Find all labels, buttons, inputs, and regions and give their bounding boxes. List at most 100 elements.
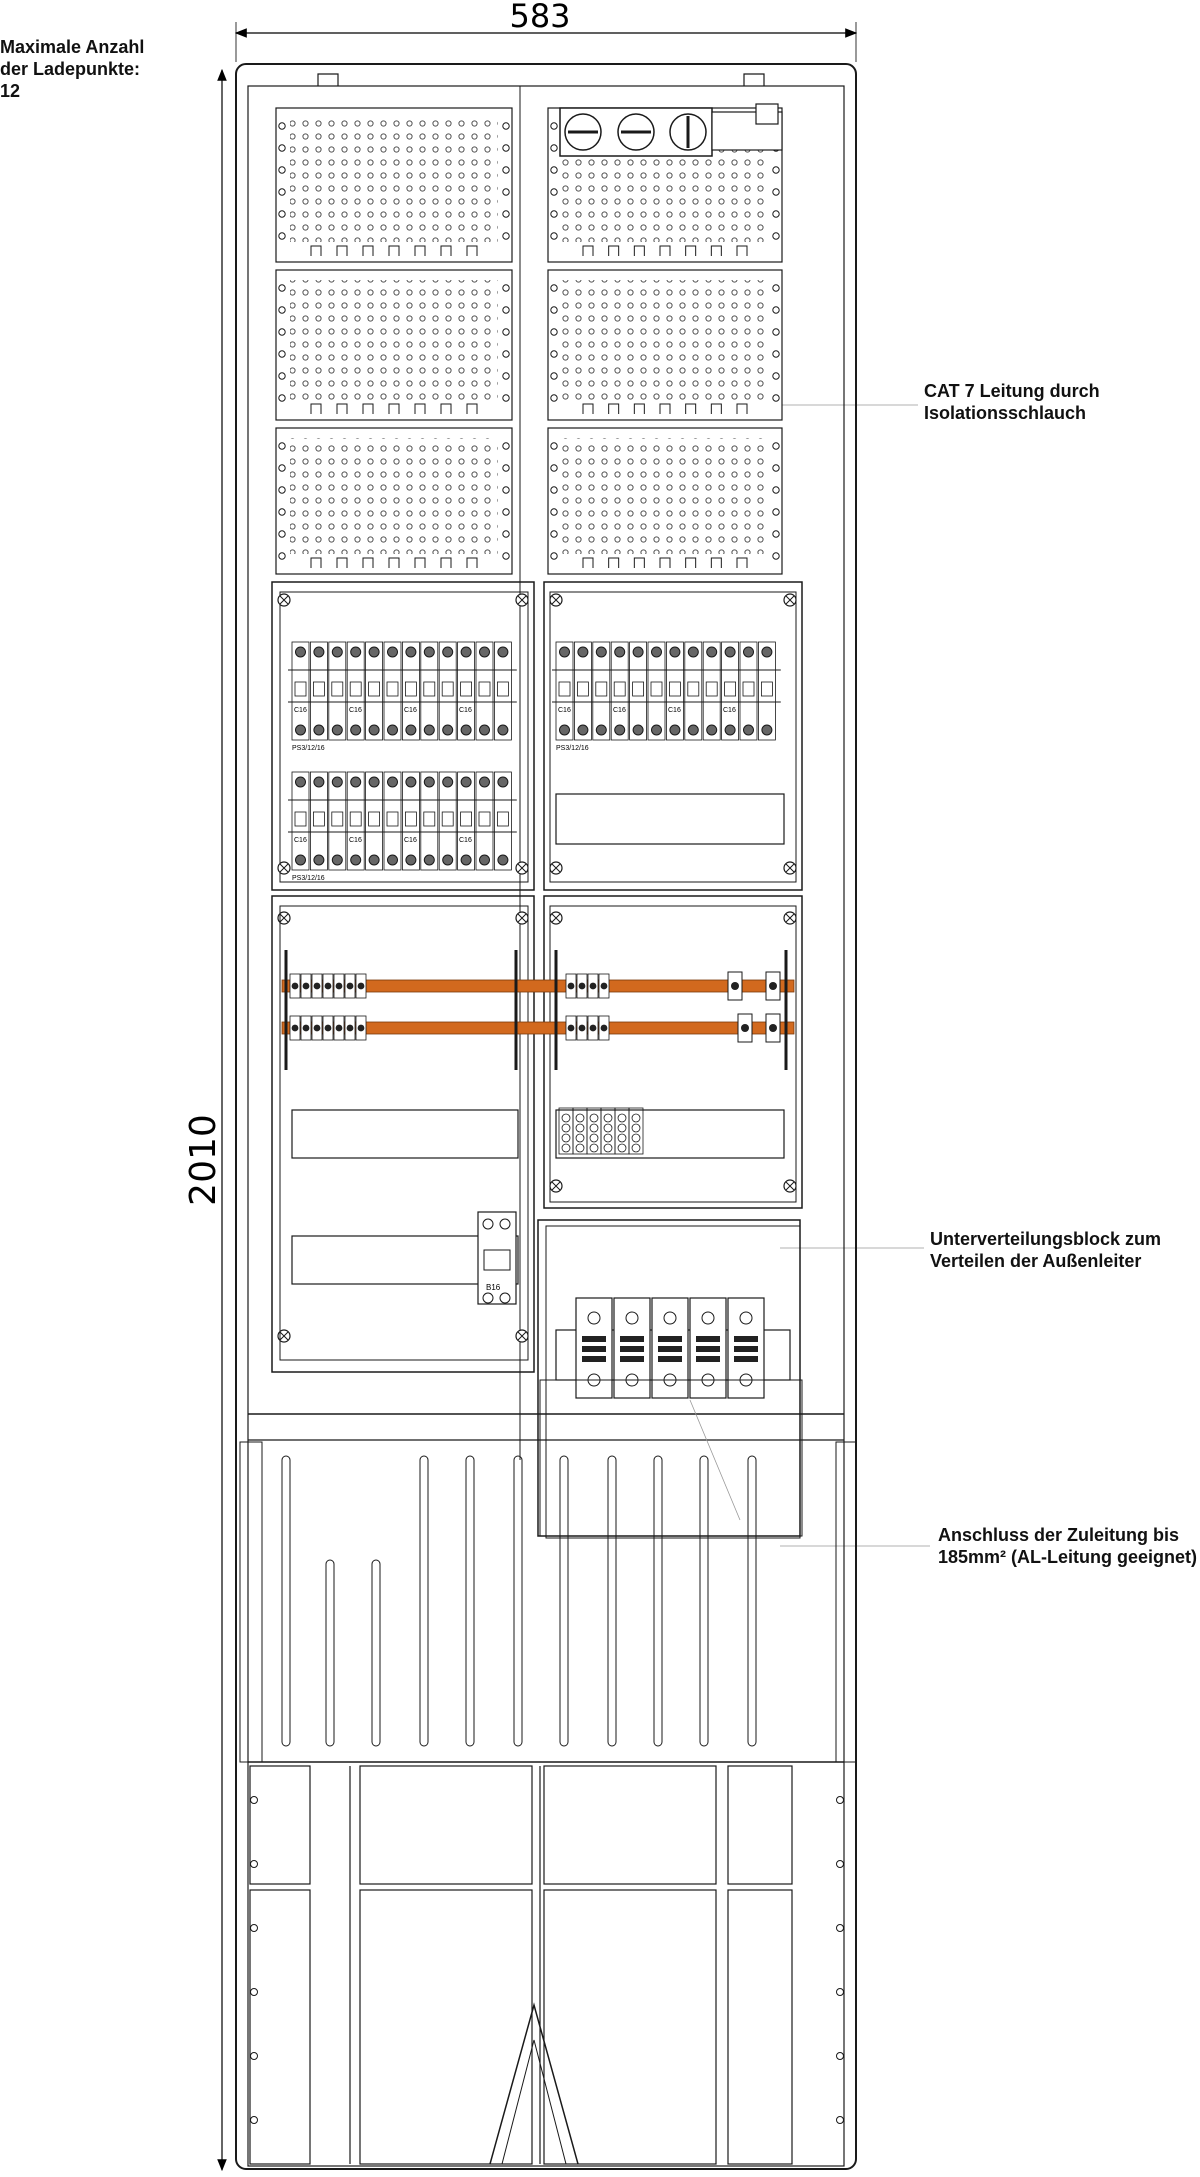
perforated-plate — [275, 269, 513, 421]
plinth — [248, 1761, 844, 2165]
terminal-hole — [589, 1113, 599, 1123]
fixing-hole — [836, 1988, 844, 1996]
cable-slot — [281, 1455, 291, 1747]
note-max-charge-points: Maximale Anzahl der Ladepunkte: 12 — [0, 36, 170, 102]
terminal-hole — [603, 1113, 613, 1123]
breaker-rating-label: C16 — [404, 837, 417, 844]
terminal-hole — [575, 1143, 585, 1153]
terminal-hole — [617, 1113, 627, 1123]
breaker-row-label: PS3/12/16 — [292, 875, 325, 882]
busbars — [281, 950, 795, 1070]
breaker-rating-label: C16 — [349, 707, 362, 714]
cable-slot — [653, 1455, 663, 1747]
fixing-hole — [836, 2052, 844, 2060]
note-line: Isolationsschlauch — [924, 403, 1087, 423]
busbar-section — [271, 895, 803, 1373]
terminal-hole — [589, 1133, 599, 1143]
terminal-hole — [631, 1133, 641, 1143]
note-line: Maximale Anzahl — [0, 37, 145, 57]
fixing-hole — [250, 2052, 258, 2060]
note-cat7: CAT 7 Leitung durch Isolationsschlauch — [924, 380, 1194, 424]
terminal-hole — [561, 1123, 571, 1133]
small-breaker-label: B16 — [486, 1283, 501, 1292]
cable-area — [239, 1379, 857, 1763]
fixing-hole — [836, 1796, 844, 1804]
note-subdistribution: Unterverteilungsblock zum Verteilen der … — [930, 1228, 1198, 1272]
fixing-hole — [250, 1988, 258, 1996]
cable-slots — [250, 1455, 844, 2124]
breaker-rating-label: C16 — [723, 707, 736, 714]
terminal-hole — [561, 1133, 571, 1143]
terminal-hole — [603, 1123, 613, 1133]
terminal-hole — [617, 1123, 627, 1133]
cable-slot — [607, 1455, 617, 1747]
perforated-plate — [275, 427, 513, 575]
terminal-hole — [603, 1143, 613, 1153]
height-dimension: 2010 — [183, 68, 227, 2172]
note-line: Unterverteilungsblock zum — [930, 1229, 1162, 1249]
terminal-hole — [575, 1113, 585, 1123]
breaker-rating-label: C16 — [294, 837, 307, 844]
breaker-rating-label: C16 — [459, 707, 472, 714]
cable-slot — [559, 1455, 569, 1747]
note-line: Verteilen der Außenleiter — [930, 1251, 1142, 1271]
fixing-hole — [250, 1796, 258, 1804]
terminal-blocks — [289, 971, 781, 1155]
note-line: Anschluss der Zuleitung bis — [938, 1525, 1180, 1545]
terminal-hole — [561, 1143, 571, 1153]
note-line: 12 — [0, 81, 21, 101]
terminal-hole — [617, 1143, 627, 1153]
fixing-hole — [250, 1860, 258, 1868]
terminal-hole — [561, 1113, 571, 1123]
note-line: 185mm² (AL-Leitung geeignet) — [938, 1547, 1198, 1567]
terminal-hole — [589, 1143, 599, 1153]
perforated-plate — [275, 107, 513, 263]
note-supply: Anschluss der Zuleitung bis 185mm² (AL-L… — [938, 1524, 1200, 1568]
breaker-row-label: PS3/12/16 — [292, 745, 325, 752]
terminal-hole — [631, 1123, 641, 1133]
subdistribution-modules — [575, 1297, 765, 1399]
terminal-hole — [575, 1133, 585, 1143]
breaker-rating-label: C16 — [558, 707, 571, 714]
cable-slot — [747, 1455, 757, 1747]
cabinet-frame — [235, 63, 857, 2170]
breaker-rating-label: C16 — [294, 707, 307, 714]
small-breaker — [477, 1211, 517, 1305]
cable-slot — [465, 1455, 475, 1747]
cable-slot — [371, 1559, 381, 1747]
note-line: der Ladepunkte: — [0, 59, 141, 79]
breaker-row-label: PS3/12/16 — [556, 745, 589, 752]
breaker-rating-label: C16 — [613, 707, 626, 714]
breaker-rating-label: C16 — [668, 707, 681, 714]
terminal-hole — [631, 1143, 641, 1153]
perforated-plate — [547, 269, 783, 421]
cable-slot — [419, 1455, 429, 1747]
fixing-hole — [836, 2116, 844, 2124]
cable-slot — [325, 1559, 335, 1747]
terminal-hole — [617, 1133, 627, 1143]
breaker-rating-label: C16 — [459, 837, 472, 844]
main-switch — [559, 103, 783, 157]
cable-slot — [699, 1455, 709, 1747]
width-label: 583 — [509, 0, 570, 35]
breaker-rating-label: C16 — [349, 837, 362, 844]
fixing-hole — [836, 1924, 844, 1932]
cable-slot — [513, 1455, 523, 1747]
perforated-plate — [547, 427, 783, 575]
fixing-hole — [836, 1860, 844, 1868]
breaker-section — [271, 581, 803, 891]
width-dimension: 583 — [234, 0, 858, 62]
perforated-plates — [275, 107, 783, 575]
breaker-rating-label: C16 — [404, 707, 417, 714]
fixing-hole — [250, 2116, 258, 2124]
terminal-hole — [631, 1113, 641, 1123]
note-line: CAT 7 Leitung durch — [924, 381, 1100, 401]
fixing-hole — [250, 1924, 258, 1932]
terminal-hole — [603, 1133, 613, 1143]
height-label: 2010 — [183, 1114, 224, 1206]
